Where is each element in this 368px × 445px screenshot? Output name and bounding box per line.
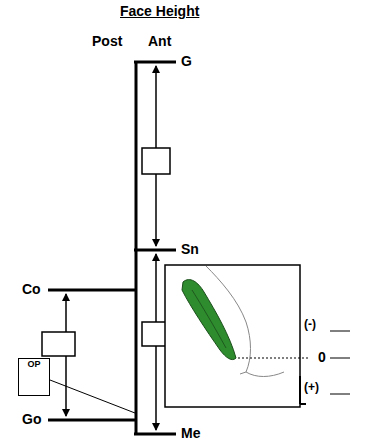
scale-label: (+) [304,381,319,394]
landmark-label: Co [22,282,41,297]
landmark-label: Go [22,412,41,427]
landmark-label: Me [181,426,200,441]
scale-label: 0 [318,350,326,365]
column-heading: Post [92,34,122,49]
occlusal-plane-box: OP [18,358,50,396]
box-label: OP [19,360,49,370]
scale-label: (-) [304,318,316,331]
column-heading: Ant [148,34,171,49]
diagram-title: Face Height [120,4,199,19]
landmark-label: G [181,54,192,69]
landmark-label: Sn [181,242,199,257]
